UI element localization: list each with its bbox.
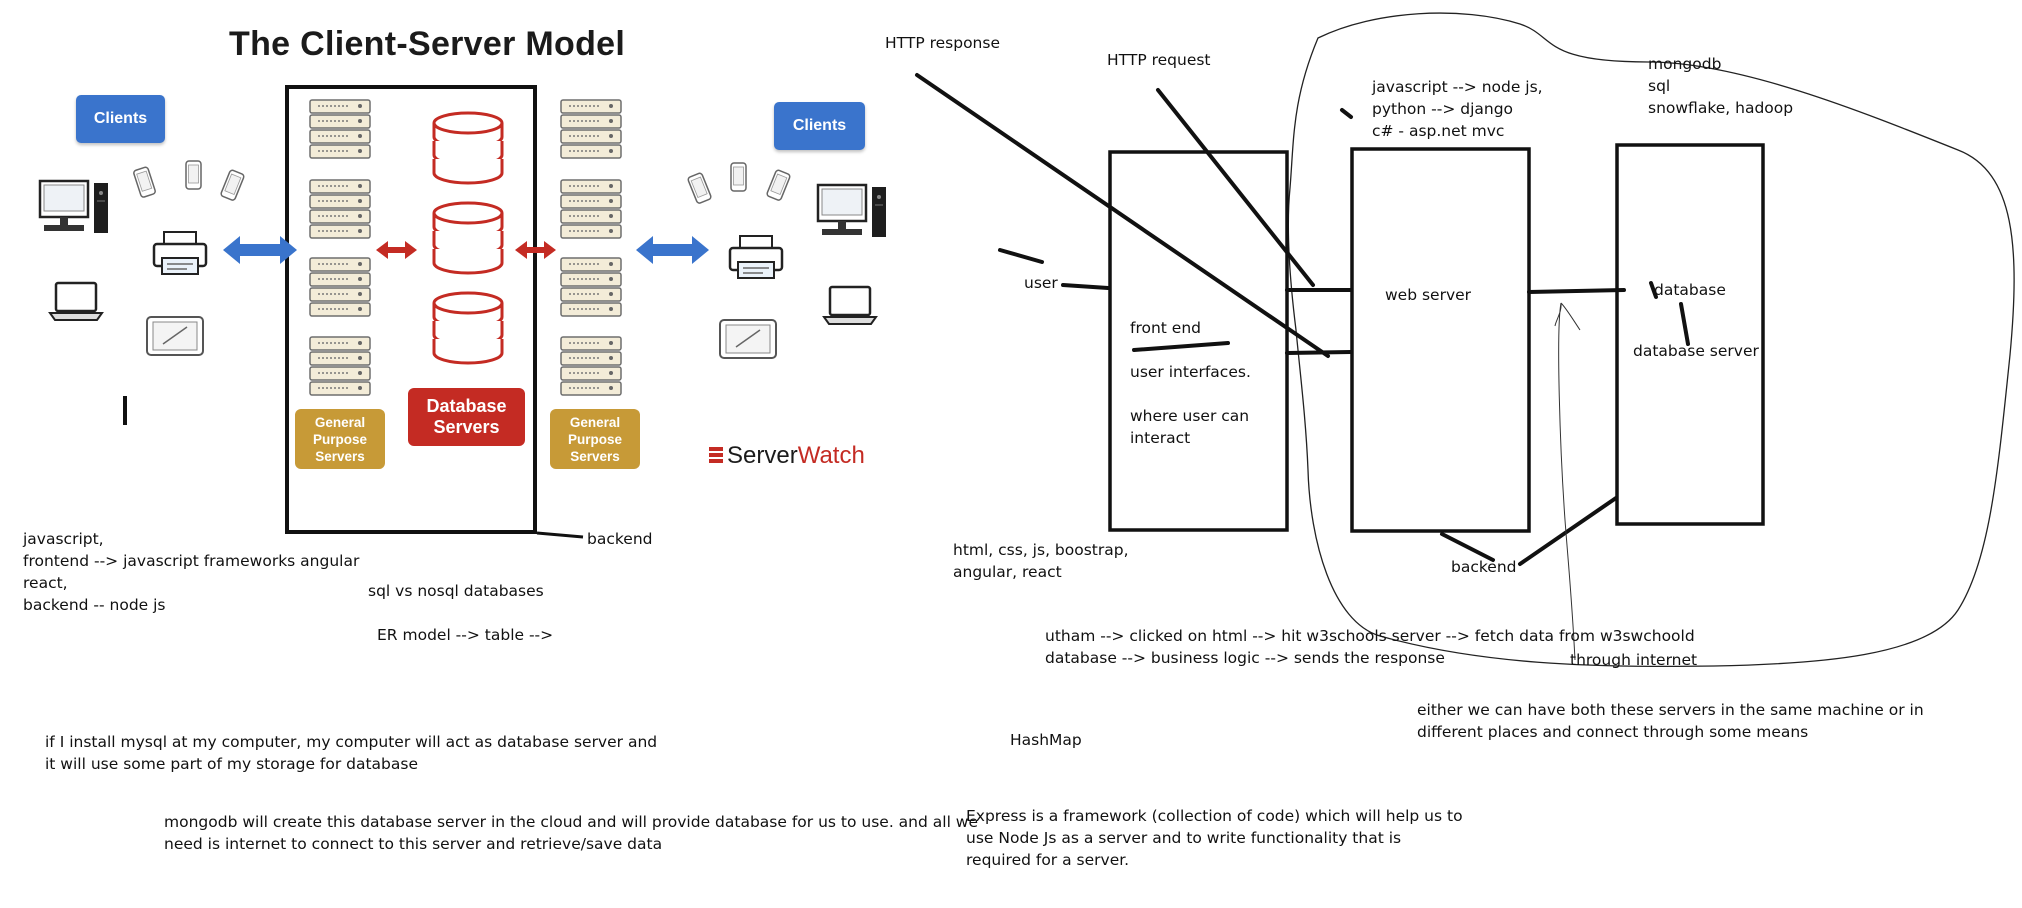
- backend-languages-note: javascript --> node js, python --> djang…: [1372, 78, 1543, 140]
- phone-icon: [132, 165, 157, 199]
- serverwatch-logo-icon: [709, 447, 723, 463]
- http-request-label: HTTP request: [1107, 51, 1211, 69]
- through-internet-label: through internet: [1570, 651, 1698, 669]
- backend-label-left: backend: [587, 530, 653, 548]
- database-server-box: [1615, 143, 1765, 526]
- js-stack-note: javascript, frontend --> javascript fram…: [23, 530, 360, 614]
- phone-icon: [686, 171, 713, 205]
- printer-icon: [728, 234, 784, 280]
- er-model-note: ER model --> table -->: [377, 626, 554, 644]
- same-machine-note: either we can have both these servers in…: [1417, 701, 1924, 741]
- sql-vs-nosql-note: sql vs nosql databases: [368, 582, 544, 600]
- server-rack-icon: [560, 257, 622, 317]
- user-interfaces-label: user interfaces.: [1130, 363, 1251, 381]
- front-end-box: [1108, 150, 1289, 532]
- hand-drawn-lines: [915, 73, 1690, 566]
- user-label: user: [1024, 274, 1058, 292]
- cloud-outline: [1287, 12, 2015, 668]
- html-stack-note: html, css, js, boostrap, angular, react: [953, 541, 1129, 581]
- backend-pointer-line: [536, 531, 584, 539]
- brand-suffix: Watch: [797, 442, 865, 469]
- mongodb-cloud-note: mongodb will create this database server…: [164, 813, 979, 853]
- red-double-arrow-icon: [376, 241, 556, 259]
- general-purpose-servers-badge-left: General Purpose Servers: [295, 409, 385, 469]
- phone-icon: [219, 168, 246, 202]
- clients-badge-right: Clients: [774, 102, 865, 150]
- server-rack-icon: [309, 179, 371, 239]
- serverwatch-brand: ServerWatch: [727, 442, 865, 470]
- brand-prefix: Server: [727, 442, 798, 469]
- database-server-label: database server: [1633, 342, 1759, 360]
- printer-icon: [152, 230, 208, 276]
- server-rack-icon: [309, 336, 371, 396]
- blue-double-arrow-icon: [223, 236, 709, 264]
- laptop-icon: [822, 285, 878, 326]
- phone-icon: [765, 168, 792, 202]
- database-icon: [432, 201, 504, 275]
- server-rack-icon: [560, 179, 622, 239]
- desktop-computer-icon: [38, 179, 110, 235]
- backend-label-right: backend: [1451, 558, 1517, 576]
- phone-icon: [185, 160, 202, 190]
- laptop-icon: [48, 281, 104, 322]
- phone-icon: [730, 162, 747, 192]
- tablet-icon: [719, 319, 777, 359]
- desktop-computer-icon: [816, 183, 888, 239]
- server-rack-icon: [309, 257, 371, 317]
- database-icon: [432, 111, 504, 185]
- http-response-label: HTTP response: [885, 34, 1000, 52]
- hashmap-note: HashMap: [1010, 731, 1082, 749]
- clients-badge-left: Clients: [76, 95, 165, 143]
- server-rack-icon: [560, 99, 622, 159]
- database-label: database: [1654, 281, 1726, 299]
- server-rack-icon: [560, 336, 622, 396]
- server-frame: [285, 85, 537, 534]
- general-purpose-servers-badge-right: General Purpose Servers: [550, 409, 640, 469]
- databases-list-note: mongodb sql snowflake, hadoop: [1648, 55, 1794, 117]
- where-user-label: where user can interact: [1130, 407, 1250, 447]
- web-server-box: [1350, 147, 1531, 533]
- tablet-icon: [146, 316, 204, 356]
- request-flow-note: utham --> clicked on html --> hit w3scho…: [1045, 627, 1695, 667]
- web-server-label: web server: [1385, 286, 1472, 304]
- server-rack-icon: [309, 99, 371, 159]
- express-note: Express is a framework (collection of co…: [966, 807, 1463, 869]
- front-end-label: front end: [1130, 319, 1201, 337]
- diagram-title: The Client-Server Model: [229, 25, 626, 63]
- database-icon: [432, 291, 504, 365]
- mysql-note: if I install mysql at my computer, my co…: [45, 733, 658, 773]
- database-servers-badge: Database Servers: [408, 388, 525, 446]
- thin-arrow-scribble: [1554, 302, 1581, 661]
